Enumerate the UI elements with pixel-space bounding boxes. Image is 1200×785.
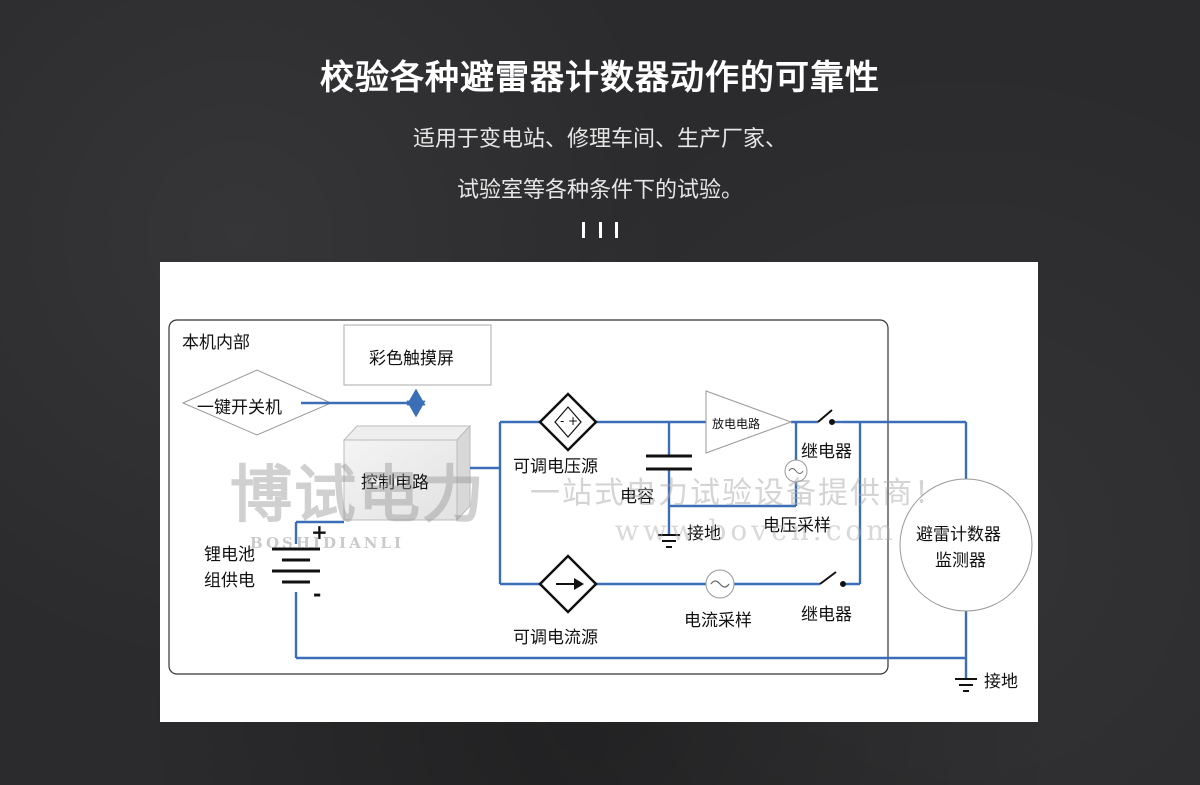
monitor-circle	[899, 478, 1033, 612]
current-sampling-symbol	[705, 569, 735, 599]
relay-bottom-switch	[819, 571, 846, 587]
ground-inner-label: 接地	[687, 524, 721, 544]
relay-top-switch	[817, 409, 835, 425]
monitor-label-line2: 监测器	[935, 551, 986, 571]
wire-group	[294, 388, 968, 678]
battery-label-line2: 组供电	[204, 571, 255, 591]
control-box-side	[456, 424, 471, 522]
capacitor-symbol	[646, 454, 692, 471]
diagram-panel: 本机内部 彩色触摸屏 一键开关机 控制电路 锂电池 组供电 + - - + 可调…	[160, 262, 1038, 722]
ground-outer-label: 接地	[984, 672, 1018, 692]
voltage-sampling-label: 电压采样	[763, 516, 831, 536]
current-source-label: 可调电流源	[513, 628, 598, 648]
enclosure-box	[168, 319, 889, 675]
battery-symbol	[272, 547, 320, 584]
voltage-source-label: 可调电压源	[513, 457, 598, 477]
voltage-source-symbol	[538, 392, 598, 452]
vsource-plus-label: +	[568, 414, 579, 428]
battery-plus-label: +	[311, 520, 328, 544]
subtitle-line-1: 适用于变电站、修理车间、生产厂家、	[412, 127, 787, 152]
capacitor-label: 电容	[620, 487, 654, 507]
relay-top-label: 继电器	[801, 442, 852, 462]
page-title: 校验各种避雷器计数器动作的可靠性	[320, 58, 880, 98]
monitor-label-line1: 避雷计数器	[916, 525, 1001, 545]
ground-inner-symbol	[658, 534, 680, 548]
vsource-minus-label: -	[560, 414, 565, 428]
power-key-label: 一键开关机	[197, 398, 282, 418]
battery-label-line1: 锂电池	[204, 545, 255, 565]
control-circuit-label: 控制电路	[361, 473, 429, 493]
discharge-triangle	[705, 390, 793, 454]
divider-marks	[582, 222, 618, 238]
touchscreen-label: 彩色触摸屏	[369, 349, 454, 369]
enclosure-label: 本机内部	[182, 333, 250, 353]
current-sampling-label: 电流采样	[684, 611, 752, 631]
touchscreen-box	[343, 324, 492, 386]
current-source-symbol	[538, 554, 598, 614]
control-box-front	[343, 439, 458, 521]
subtitle-line-2: 试验室等各种条件下的试验。	[456, 178, 743, 203]
voltage-sampling-symbol	[784, 459, 808, 483]
relay-bottom-label: 继电器	[801, 605, 852, 625]
control-box-top	[342, 425, 472, 441]
battery-minus-label: -	[313, 582, 322, 606]
ground-outer-symbol	[955, 678, 977, 692]
circuit-diagram	[168, 319, 1033, 692]
discharge-circuit-label: 放电电路	[712, 417, 761, 431]
